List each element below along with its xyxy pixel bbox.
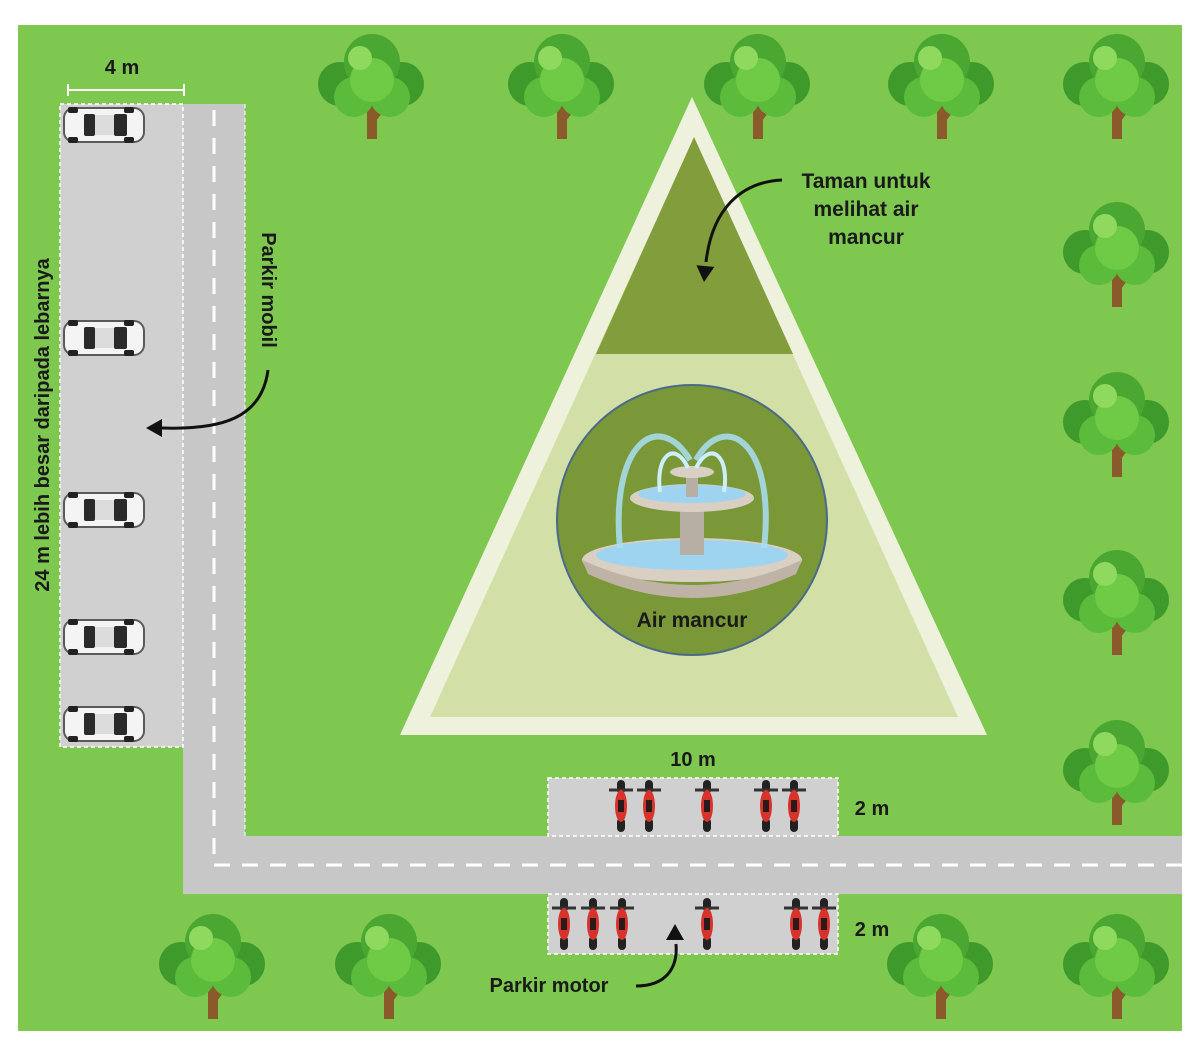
car-parking-arrow-icon — [146, 369, 270, 437]
garden-label-line1: Taman untuk — [801, 170, 930, 193]
garden-label-line2: melihat air — [813, 198, 918, 221]
motor-parking-width-label: 10 m — [670, 749, 716, 771]
car-parking-width-indicator — [67, 84, 185, 96]
viewing-garden — [596, 137, 793, 354]
fountain-label: Air mancur — [637, 609, 748, 632]
garden-arrow-icon — [695, 178, 783, 283]
car-parking-width-label: 4 m — [105, 57, 139, 79]
car-parking-label: Parkir mobil — [257, 232, 279, 348]
fountain-icon — [556, 384, 828, 656]
car-icon — [63, 491, 145, 529]
garden-label-line3: mancur — [828, 226, 904, 249]
motor-parking-depth-bottom-label: 2 m — [855, 919, 889, 941]
motor-parking-arrow-icon — [635, 924, 684, 988]
car-icon — [63, 705, 145, 743]
car-icon — [63, 319, 145, 357]
motor-parking-depth-top-label: 2 m — [855, 798, 889, 820]
motor-parking-label: Parkir motor — [490, 975, 609, 997]
car-icon — [63, 618, 145, 656]
road — [183, 104, 1182, 894]
car-icon — [63, 106, 145, 144]
car-parking-length-label: 24 m lebih besar daripada lebarnya — [32, 257, 54, 591]
